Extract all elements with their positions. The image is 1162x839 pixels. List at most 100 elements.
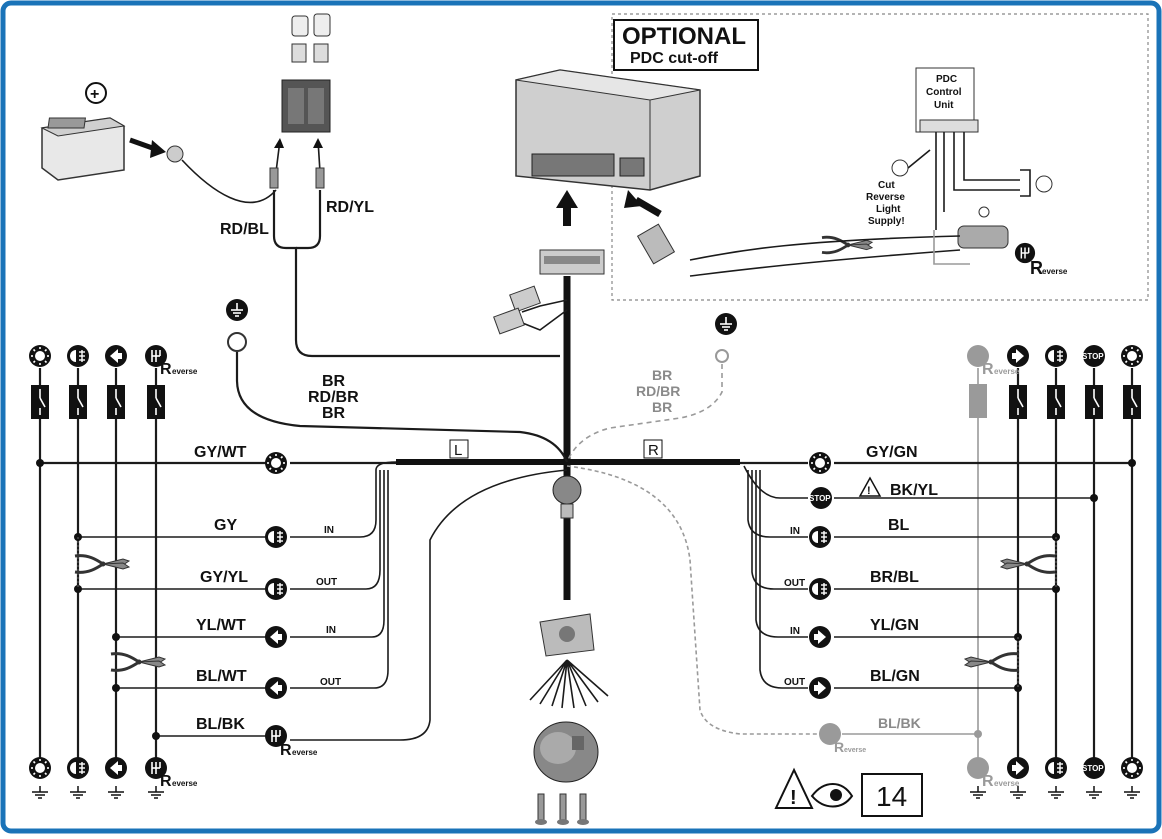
ground-left-2: RD/BR <box>308 389 359 406</box>
left-wire-3-io: OUT <box>316 577 337 588</box>
pdc-unit-line-1: PDC <box>936 74 957 85</box>
fuse-icon <box>281 13 331 133</box>
right-wire-2: BK/YL <box>890 482 938 499</box>
screw-icon <box>535 793 589 825</box>
fog-light-icon <box>1044 344 1068 368</box>
cut-note-3: Light <box>876 204 901 215</box>
ground-icon <box>225 298 249 322</box>
pliers-icon <box>963 652 1021 672</box>
light-bulb-icon <box>1120 344 1144 368</box>
cut-note-4: Supply! <box>868 216 905 227</box>
reverse-r-l2: R <box>160 773 172 790</box>
switch-icon <box>68 384 88 420</box>
right-wire-6: BL/GN <box>870 668 920 685</box>
wire-label-rd-yl: RD/YL <box>326 199 374 216</box>
page-number-box <box>861 773 923 817</box>
fog-light-icon <box>808 577 832 601</box>
ground-icon <box>1085 786 1103 799</box>
ground-icon <box>107 786 125 799</box>
light-bulb-icon <box>1120 756 1144 780</box>
stop-light-icon <box>810 487 832 509</box>
indicator-icon <box>265 626 287 648</box>
fog-light-icon <box>264 577 288 601</box>
pliers-icon <box>999 554 1057 574</box>
socket-icon <box>533 721 599 783</box>
left-wire-2: GY <box>214 517 237 534</box>
warning-icon: ! <box>774 767 814 809</box>
reverse-r-top: R <box>1030 258 1043 278</box>
ground-right-2: RD/BR <box>636 383 680 399</box>
right-wire-4-io: OUT <box>784 578 805 589</box>
stop-text-mid: STOP <box>809 494 831 503</box>
right-wire-3: BL <box>888 517 910 534</box>
left-column-lamps <box>28 344 168 799</box>
right-wire-7: BL/BK <box>878 715 921 731</box>
harness-tails <box>529 659 609 709</box>
pliers-icon <box>73 554 131 574</box>
switch-icon <box>30 384 50 420</box>
switch-icon <box>1122 384 1142 420</box>
right-wire-5: YL/GN <box>870 617 919 634</box>
right-wire-6-io: OUT <box>784 677 805 688</box>
ground-icon <box>31 786 49 799</box>
left-wire-4: YL/WT <box>196 617 246 634</box>
optional-subtitle: PDC cut-off <box>630 50 719 67</box>
indicator-icon <box>265 677 287 699</box>
indicator-icon <box>1007 345 1029 367</box>
left-wire-3: GY/YL <box>200 569 248 586</box>
svg-text:!: ! <box>790 787 797 809</box>
ground-right-3: BR <box>652 399 672 415</box>
reverse-word-l3: everse <box>292 748 318 757</box>
warning-icon: ! <box>858 476 882 497</box>
pdc-unit-line-2: Control <box>926 87 962 98</box>
stop-light-icon <box>1083 757 1105 779</box>
stop-light-icon <box>1083 345 1105 367</box>
reverse-r-r2: R <box>982 773 994 790</box>
page-number: 14 <box>876 781 907 812</box>
cut-note-2: Reverse <box>866 192 905 203</box>
indicator-icon <box>1007 757 1029 779</box>
switch-icon <box>106 384 126 420</box>
pdc-unit-line-3: Unit <box>934 100 954 111</box>
pdc-module-icon <box>515 69 701 191</box>
reverse-r-r3: R <box>834 739 844 755</box>
battery-icon: + <box>40 82 126 181</box>
fog-light-icon <box>1044 756 1068 780</box>
stop-text-top: STOP <box>1082 352 1104 361</box>
ground-icon <box>1123 786 1141 799</box>
reverse-r-r1: R <box>982 361 994 378</box>
reverse-word-l1: everse <box>172 367 198 376</box>
fog-light-icon <box>66 344 90 368</box>
stop-text-bottom: STOP <box>1082 764 1104 773</box>
eye-icon <box>810 783 854 808</box>
ground-left-1: BR <box>322 373 346 390</box>
reverse-word-r1: everse <box>994 367 1020 376</box>
svg-text:+: + <box>90 86 99 103</box>
ground-left-3: BR <box>322 405 346 422</box>
switch-icon <box>1008 384 1028 420</box>
right-wire-4: BR/BL <box>870 569 919 586</box>
reverse-word-r3: everse <box>844 747 866 754</box>
fog-light-icon <box>808 525 832 549</box>
fog-light-icon <box>66 756 90 780</box>
svg-text:!: ! <box>867 485 871 497</box>
right-wire-5-io: IN <box>790 626 800 637</box>
right-column-lamps <box>967 344 1144 799</box>
right-wire-1: GY/GN <box>866 444 918 461</box>
indicator-icon <box>809 626 831 648</box>
indicator-icon <box>105 345 127 367</box>
indicator-icon <box>809 677 831 699</box>
ground-right-1: BR <box>652 367 672 383</box>
reverse-r-l1: R <box>160 361 172 378</box>
wire-label-rd-bl: RD/BL <box>220 221 269 238</box>
left-wire-1: GY/WT <box>194 444 247 461</box>
reverse-word-l2: everse <box>172 779 198 788</box>
ground-icon <box>1047 786 1065 799</box>
ground-icon <box>69 786 87 799</box>
optional-title: OPTIONAL <box>622 23 746 50</box>
switch-icon <box>1046 384 1066 420</box>
light-bulb-icon <box>28 344 52 368</box>
reverse-word-top: everse <box>1042 267 1068 276</box>
